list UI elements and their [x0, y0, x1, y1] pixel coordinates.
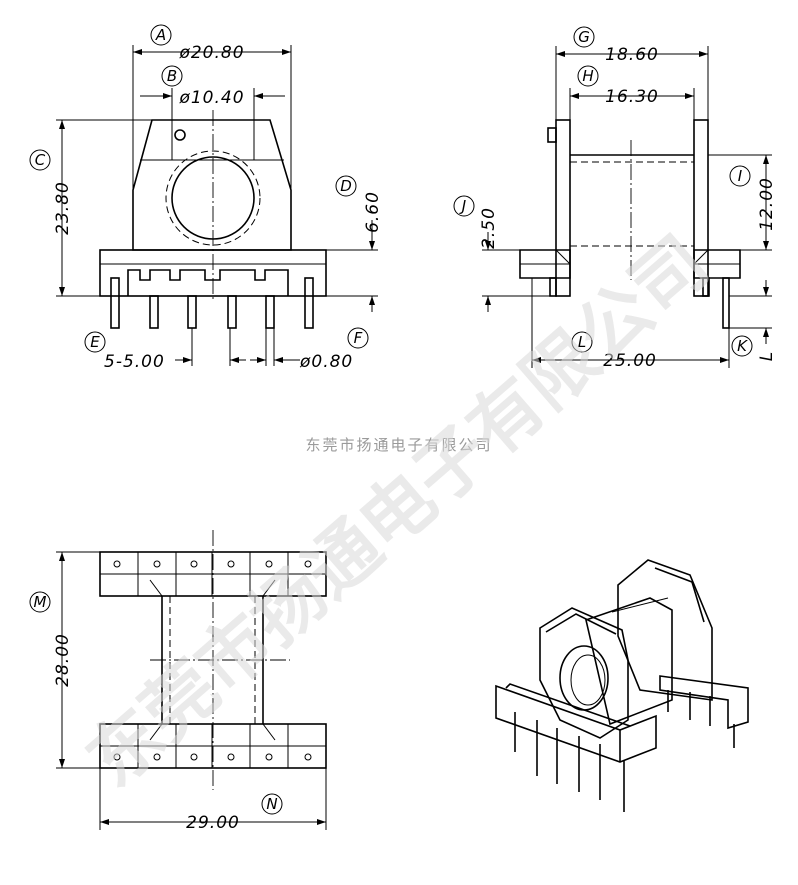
- top-view: M 28.00 N 29.00: [29, 530, 327, 833]
- dim-e-value: 5-5.00: [104, 352, 165, 372]
- dim-h-value: 16.30: [605, 87, 659, 107]
- company-caption: 东莞市扬通电子有限公司: [305, 436, 492, 454]
- front-view: A ø20.80 B ø10.40 C 23.80: [29, 24, 383, 372]
- dim-k-value: L: [757, 351, 777, 361]
- dimension-b: B ø10.40: [140, 65, 285, 160]
- iso-rear-pins: [667, 690, 735, 748]
- watermark: 东莞市扬通电子有限公司: [71, 220, 724, 803]
- side-view: G 18.60 H 16.30 I 12.00 J: [453, 26, 777, 371]
- dim-g-value: 18.60: [605, 45, 659, 65]
- tag-c: C: [35, 151, 46, 169]
- tag-j: J: [459, 197, 466, 215]
- dimension-c: C 23.80: [29, 119, 152, 297]
- dimension-j: J 2.50: [453, 195, 550, 312]
- top-view-segments: [137, 552, 289, 768]
- dimension-n: N 29.00: [99, 768, 327, 833]
- dim-c-value: 23.80: [53, 181, 73, 235]
- isometric-view: [495, 559, 749, 812]
- dim-l-value: 25.00: [603, 351, 657, 371]
- dimension-i: I 12.00: [708, 154, 777, 251]
- front-pins: [110, 277, 314, 329]
- tag-n: N: [266, 795, 277, 813]
- dimension-k: K L: [729, 280, 777, 361]
- dimension-e: E 5-5.00: [84, 328, 246, 372]
- tag-a: A: [155, 26, 166, 44]
- tag-b: B: [167, 67, 177, 85]
- iso-front-pins: [514, 712, 625, 812]
- dimension-f: F ø0.80: [250, 327, 369, 372]
- tag-f: F: [354, 329, 363, 347]
- tag-d: D: [340, 177, 352, 195]
- dimension-h: H 16.30: [569, 65, 695, 155]
- tag-e: E: [90, 333, 100, 351]
- tag-m: M: [34, 593, 47, 611]
- dimension-g: G 18.60: [555, 26, 709, 120]
- tag-k: K: [737, 337, 748, 355]
- dim-f-value: ø0.80: [299, 352, 353, 372]
- dimension-a: A ø20.80: [132, 24, 292, 190]
- top-view-pin-holes: [113, 560, 312, 761]
- dim-i-value: 12.00: [757, 177, 777, 231]
- dim-m-value: 28.00: [53, 633, 73, 687]
- dimension-m: M 28.00: [29, 551, 100, 769]
- watermark-text: 东莞市扬通电子有限公司: [71, 220, 724, 803]
- tag-g: G: [578, 28, 590, 46]
- dim-a-value: ø20.80: [178, 43, 244, 63]
- tag-l: L: [578, 333, 586, 351]
- dim-j-value: 2.50: [479, 207, 499, 249]
- dim-n-value: 29.00: [186, 813, 240, 833]
- dim-d-value: 6.60: [363, 191, 383, 233]
- dimension-d: D 6.60: [326, 175, 383, 312]
- tag-i: I: [738, 167, 743, 185]
- dim-b-value: ø10.40: [178, 88, 244, 108]
- dimension-l: L 25.00: [531, 278, 730, 371]
- tag-h: H: [582, 67, 593, 85]
